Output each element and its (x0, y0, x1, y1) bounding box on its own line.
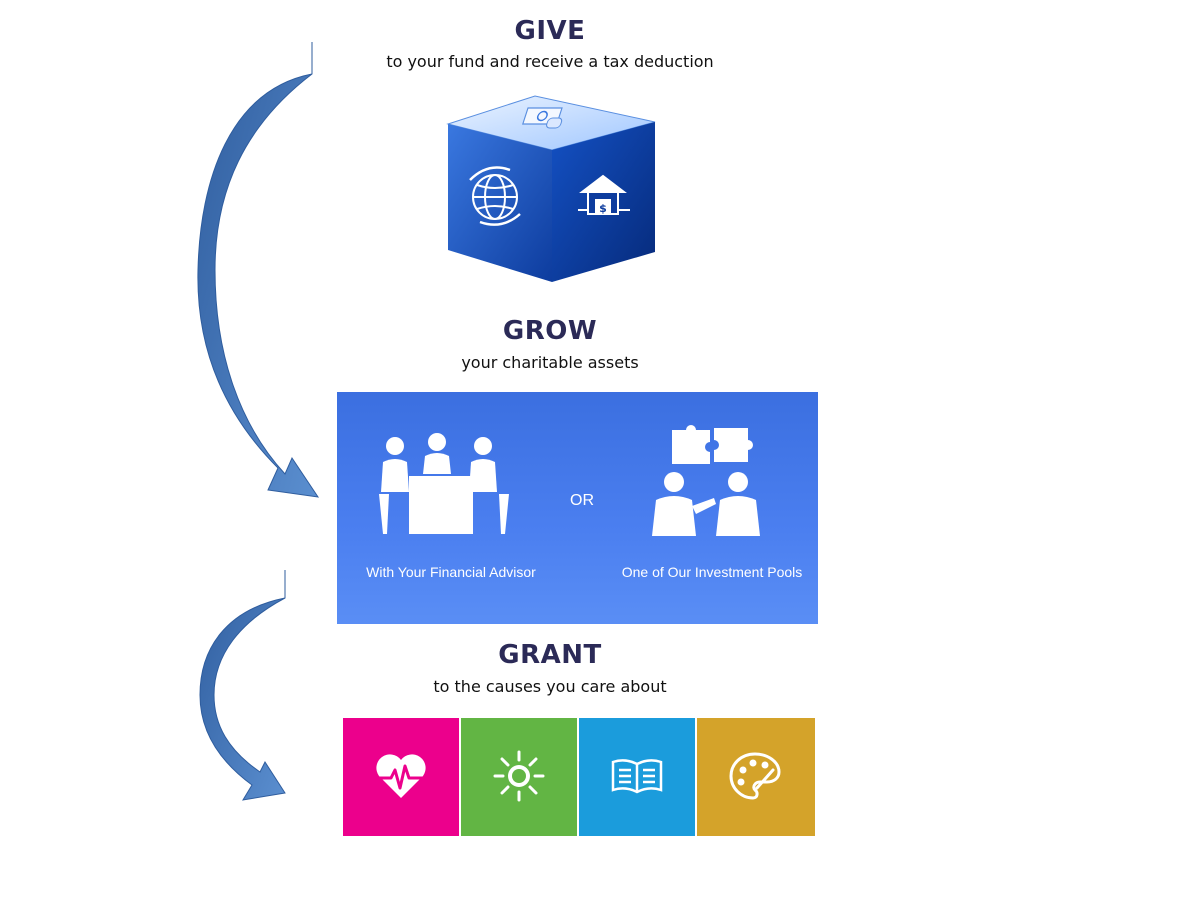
cause-tile-arts (697, 718, 815, 836)
grow-options-panel: With Your Financial Advisor OR One of Ou… (337, 392, 818, 624)
cause-tiles (343, 718, 815, 836)
or-label: OR (570, 492, 594, 509)
puzzle-people-icon (652, 425, 760, 536)
give-title: GIVE (514, 16, 586, 46)
cause-tile-education (579, 718, 695, 836)
sun-icon (493, 750, 545, 802)
grant-subtitle: to the causes you care about (433, 677, 667, 696)
grow-subtitle: your charitable assets (461, 353, 639, 372)
paint-palette-icon (729, 752, 781, 800)
grow-title: GROW (502, 316, 598, 346)
open-book-icon (611, 759, 663, 794)
grant-title: GRANT (498, 640, 602, 670)
arrow-give-to-grow (197, 42, 320, 498)
globe-icon (469, 166, 521, 226)
money-icon (522, 107, 563, 129)
heart-pulse-icon (376, 754, 426, 798)
pools-option-label: One of Our Investment Pools (621, 564, 803, 580)
advisor-option-label: With Your Financial Advisor (366, 564, 536, 580)
arrow-grow-to-grant (199, 570, 286, 801)
fund-cube-icon: $ (446, 95, 656, 282)
cause-tile-environment (461, 718, 577, 836)
svg-text:$: $ (599, 202, 607, 215)
give-subtitle: to your fund and receive a tax deduction (386, 52, 714, 71)
meeting-table-icon (379, 433, 509, 534)
cause-tile-health (343, 718, 459, 836)
house-icon: $ (578, 174, 630, 215)
